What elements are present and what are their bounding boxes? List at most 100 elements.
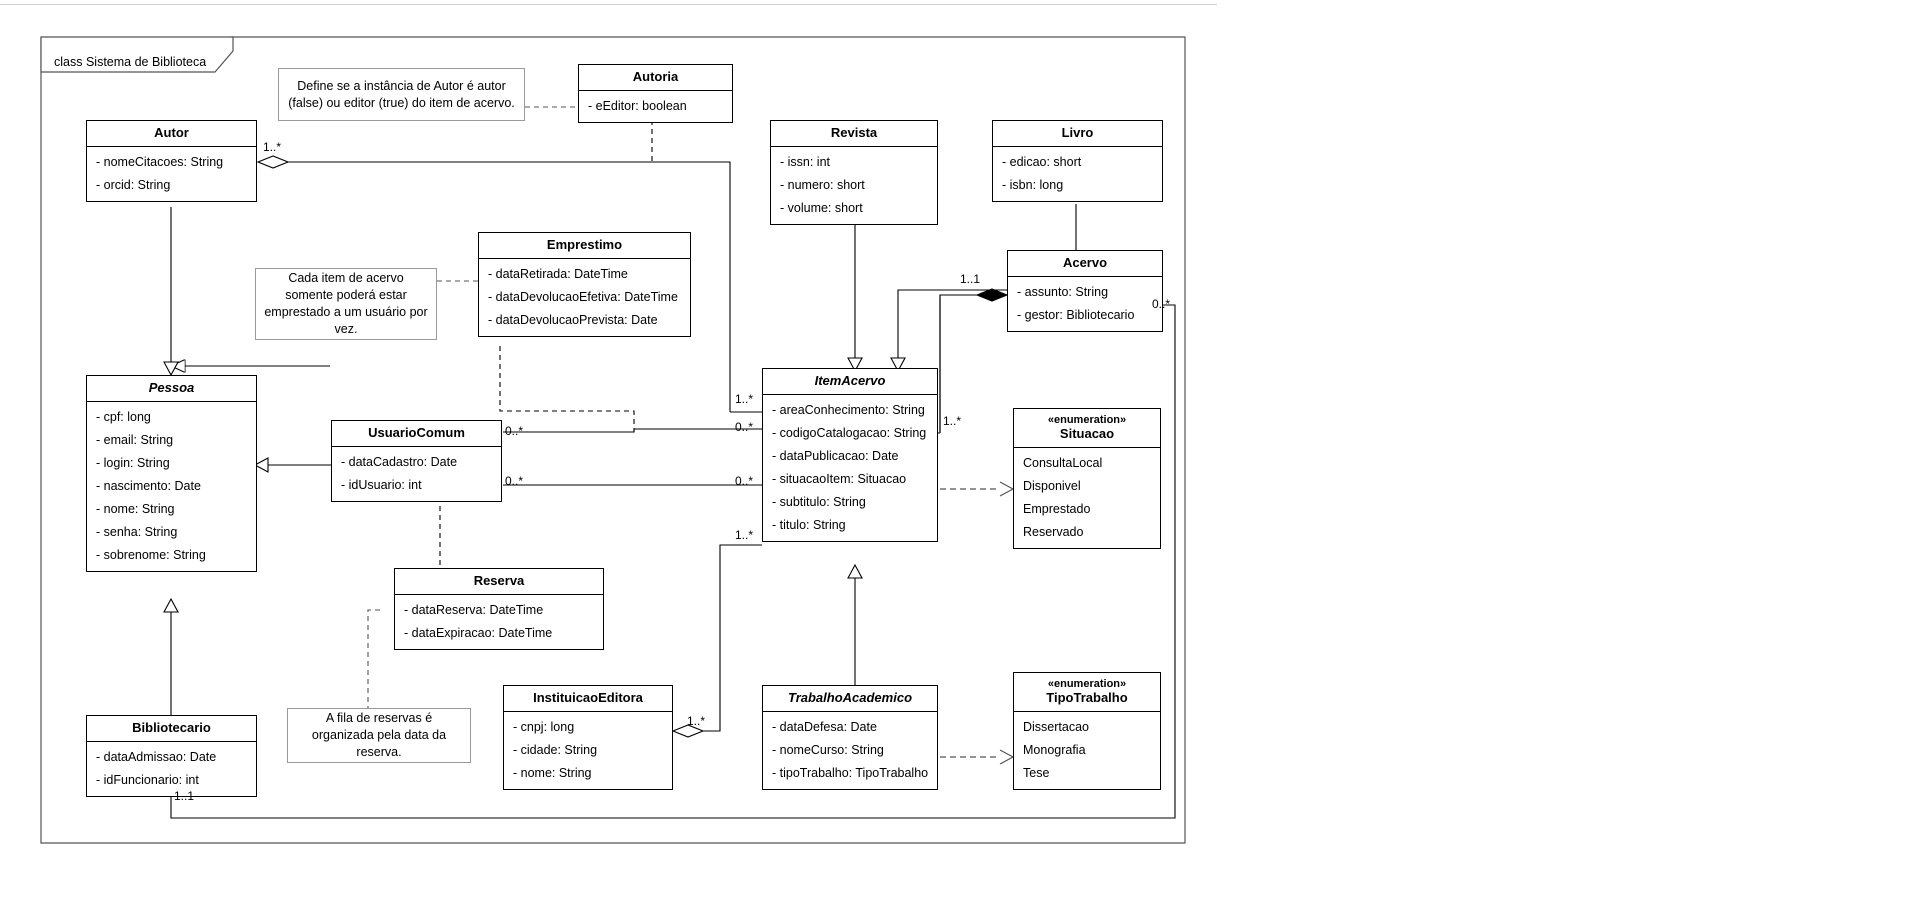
enum-literal: Emprestado [1023, 502, 1091, 516]
note-emprestimo: Cada item de acervo somente poderá estar… [255, 268, 437, 340]
class-revista-title: Revista [771, 121, 937, 147]
class-usuariocomum[interactable]: UsuarioComum - dataCadastro: Date - idUs… [331, 420, 502, 502]
attribute: - orcid: String [96, 178, 171, 192]
attribute: - nomeCurso: String [772, 743, 884, 757]
class-acervo[interactable]: Acervo - assunto: String - gestor: Bibli… [1007, 250, 1163, 332]
attribute: - gestor: Bibliotecario [1017, 308, 1135, 322]
class-pessoa[interactable]: Pessoa - cpf: long - email: String - log… [86, 375, 257, 572]
class-trabalhoacademico-title: TrabalhoAcademico [763, 686, 937, 712]
attribute: - numero: short [780, 178, 865, 192]
multiplicity-item-3: 0..* [735, 474, 754, 488]
class-itemacervo-attributes: - areaConhecimento: String - codigoCatal… [763, 395, 937, 541]
attribute: - dataDevolucaoPrevista: Date [488, 313, 658, 327]
attribute: - isbn: long [1002, 178, 1064, 192]
attribute: - assunto: String [1017, 285, 1109, 299]
class-reserva-attributes: - dataReserva: DateTime - dataExpiracao:… [395, 595, 603, 649]
class-emprestimo[interactable]: Emprestimo - dataRetirada: DateTime - da… [478, 232, 691, 337]
attribute: - idUsuario: int [341, 478, 422, 492]
attribute: - subtitulo: String [772, 495, 866, 509]
class-autor-attributes: - nomeCitacoes: String - orcid: String [87, 147, 256, 201]
enum-situacao-name: Situacao [1059, 426, 1115, 441]
enum-tipotrabalho-stereotype: «enumeration» [1047, 678, 1127, 690]
attribute: - nome: String [513, 766, 592, 780]
attribute: - idFuncionario: int [96, 773, 199, 787]
class-pessoa-title: Pessoa [87, 376, 256, 402]
window-top-strip [0, 0, 1217, 5]
attribute: - dataExpiracao: DateTime [404, 626, 553, 640]
attribute: - login: String [96, 456, 170, 470]
note-reserva: A fila de reservas é organizada pela dat… [287, 708, 471, 763]
class-itemacervo-title: ItemAcervo [763, 369, 937, 395]
class-revista[interactable]: Revista - issn: int - numero: short - vo… [770, 120, 938, 225]
class-instituicaoeditora-attributes: - cnpj: long - cidade: String - nome: St… [504, 712, 672, 789]
class-usuariocomum-attributes: - dataCadastro: Date - idUsuario: int [332, 447, 501, 501]
attribute: - nome: String [96, 502, 175, 516]
attribute: - dataPublicacao: Date [772, 449, 899, 463]
attribute: - sobrenome: String [96, 548, 206, 562]
note-autoria: Define se a instância de Autor é autor (… [278, 68, 525, 121]
class-usuariocomum-title: UsuarioComum [332, 421, 501, 447]
enum-tipotrabalho[interactable]: «enumeration» TipoTrabalho Dissertacao M… [1013, 672, 1161, 790]
class-trabalhoacademico[interactable]: TrabalhoAcademico - dataDefesa: Date - n… [762, 685, 938, 790]
multiplicity-acervo-left: 1..1 [960, 272, 981, 286]
enum-literal: Reservado [1023, 525, 1084, 539]
class-emprestimo-title: Emprestimo [479, 233, 690, 259]
multiplicity-item-1: 1..* [735, 392, 754, 406]
attribute: - nomeCitacoes: String [96, 155, 224, 169]
attribute: - cpf: long [96, 410, 151, 424]
attribute: - titulo: String [772, 518, 846, 532]
attribute: - dataCadastro: Date [341, 455, 458, 469]
class-acervo-attributes: - assunto: String - gestor: Bibliotecari… [1008, 277, 1162, 331]
attribute: - dataRetirada: DateTime [488, 267, 628, 281]
attribute: - email: String [96, 433, 174, 447]
multiplicity-usuario-2: 0..* [505, 474, 524, 488]
class-autoria[interactable]: Autoria - eEditor: boolean [578, 64, 733, 123]
class-livro-attributes: - edicao: short - isbn: long [993, 147, 1162, 201]
enum-literal: Dissertacao [1023, 720, 1089, 734]
enum-literal: Monografia [1023, 743, 1086, 757]
class-livro-title: Livro [993, 121, 1162, 147]
class-itemacervo[interactable]: ItemAcervo - areaConhecimento: String - … [762, 368, 938, 542]
class-reserva-title: Reserva [395, 569, 603, 595]
class-autoria-title: Autoria [579, 65, 732, 91]
attribute: - senha: String [96, 525, 178, 539]
attribute: - edicao: short [1002, 155, 1082, 169]
multiplicity-item-2: 0..* [735, 420, 754, 434]
attribute: - nascimento: Date [96, 479, 201, 493]
class-autoria-attributes: - eEditor: boolean [579, 91, 732, 122]
class-autor[interactable]: Autor - nomeCitacoes: String - orcid: St… [86, 120, 257, 202]
attribute: - dataReserva: DateTime [404, 603, 544, 617]
attribute: - cidade: String [513, 743, 598, 757]
enum-situacao[interactable]: «enumeration» Situacao ConsultaLocal Dis… [1013, 408, 1161, 549]
class-emprestimo-attributes: - dataRetirada: DateTime - dataDevolucao… [479, 259, 690, 336]
enum-situacao-title: «enumeration» Situacao [1014, 409, 1160, 448]
class-livro[interactable]: Livro - edicao: short - isbn: long [992, 120, 1163, 202]
enum-tipotrabalho-name: TipoTrabalho [1046, 690, 1128, 705]
class-pessoa-attributes: - cpf: long - email: String - login: Str… [87, 402, 256, 571]
multiplicity-autor: 1..* [263, 140, 282, 154]
attribute: - codigoCatalogacao: String [772, 426, 927, 440]
class-bibliotecario[interactable]: Bibliotecario - dataAdmissao: Date - idF… [86, 715, 257, 797]
enum-literal: ConsultaLocal [1023, 456, 1103, 470]
class-instituicaoeditora[interactable]: InstituicaoEditora - cnpj: long - cidade… [503, 685, 673, 790]
class-revista-attributes: - issn: int - numero: short - volume: sh… [771, 147, 937, 224]
class-trabalhoacademico-attributes: - dataDefesa: Date - nomeCurso: String -… [763, 712, 937, 789]
enum-situacao-literals: ConsultaLocal Disponivel Emprestado Rese… [1014, 448, 1160, 548]
attribute: - dataDefesa: Date [772, 720, 877, 734]
enum-tipotrabalho-title: «enumeration» TipoTrabalho [1014, 673, 1160, 712]
attribute: - dataAdmissao: Date [96, 750, 217, 764]
enum-situacao-stereotype: «enumeration» [1047, 414, 1127, 426]
note-emprestimo-text: Cada item de acervo somente poderá estar… [264, 271, 428, 336]
multiplicity-acervo-right: 0..* [1152, 297, 1171, 311]
attribute: - cnpj: long [513, 720, 575, 734]
attribute: - dataDevolucaoEfetiva: DateTime [488, 290, 678, 304]
enum-literal: Tese [1023, 766, 1050, 780]
frame-label: class Sistema de Biblioteca [54, 55, 207, 69]
multiplicity-item-right: 1..* [943, 414, 962, 428]
attribute: - volume: short [780, 201, 863, 215]
attribute: - tipoTrabalho: TipoTrabalho [772, 766, 929, 780]
multiplicity-bibliotecario: 1..1 [174, 789, 195, 803]
class-reserva[interactable]: Reserva - dataReserva: DateTime - dataEx… [394, 568, 604, 650]
